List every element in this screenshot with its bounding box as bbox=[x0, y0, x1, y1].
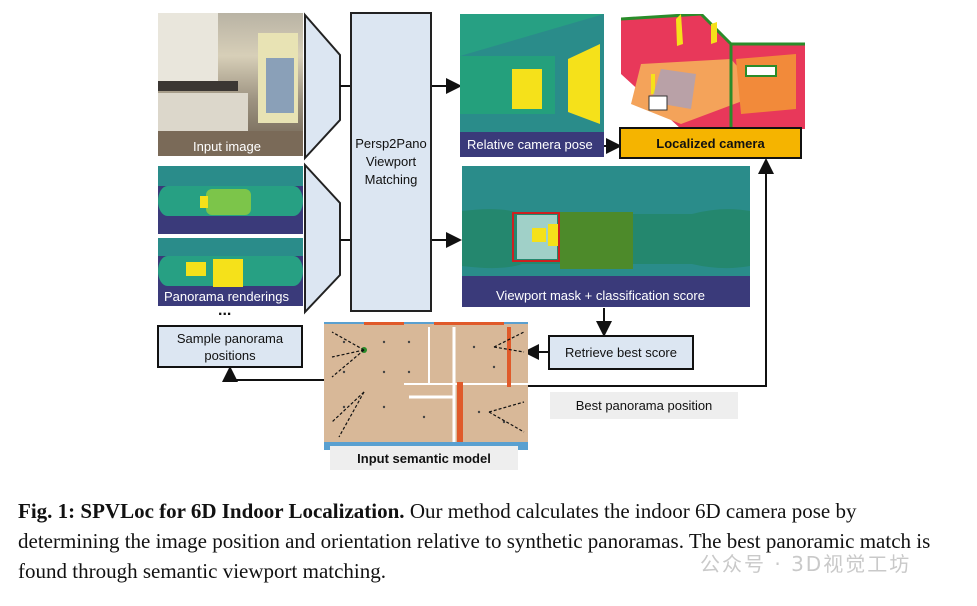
watermark-text: 公众号 · 3D视觉工坊 bbox=[700, 552, 912, 576]
panorama-rendering-2: Panorama renderings bbox=[158, 238, 303, 306]
figure-caption: Fig. 1: SPVLoc for 6D Indoor Localizatio… bbox=[18, 496, 958, 586]
persp2pano-line-2: Viewport bbox=[365, 154, 417, 169]
input-image-label: Input image bbox=[193, 139, 261, 154]
persp2pano-block: Persp2Pano Viewport Matching bbox=[350, 12, 432, 312]
caption-title: SPVLoc for 6D Indoor Localization. bbox=[80, 499, 405, 523]
persp2pano-line-1: Persp2Pano bbox=[355, 136, 427, 151]
ellipsis: ... bbox=[218, 302, 232, 319]
viewport-mask-label: Viewport mask + classification score bbox=[496, 288, 705, 303]
caption-fig-label: Fig. 1: bbox=[18, 499, 76, 523]
encoder-top bbox=[304, 12, 341, 161]
diagram-connectors bbox=[222, 12, 774, 387]
relative-camera-pose-label: Relative camera pose bbox=[467, 137, 593, 152]
localized-camera-box: Localized camera bbox=[619, 127, 802, 159]
retrieve-best-score-label: Retrieve best score bbox=[565, 345, 677, 360]
input-image: Input image bbox=[158, 13, 303, 156]
semantic-floorplan bbox=[324, 322, 528, 450]
localized-3d-model bbox=[621, 14, 805, 129]
sample-positions-line-1: Sample panorama bbox=[176, 330, 284, 346]
panorama-renderings-label: Panorama renderings bbox=[164, 289, 290, 304]
best-position-label: Best panorama position bbox=[575, 398, 713, 413]
localized-camera-label: Localized camera bbox=[656, 135, 765, 151]
best-position-box: Best panorama position bbox=[550, 392, 738, 419]
semantic-model-label: Input semantic model bbox=[357, 450, 491, 466]
viewport-mask-image: Viewport mask + classification score bbox=[462, 166, 750, 307]
sample-positions-box: Sample panorama positions bbox=[157, 325, 303, 368]
encoder-bottom bbox=[304, 162, 341, 315]
relative-camera-pose-image: Relative camera pose bbox=[460, 14, 604, 157]
sample-positions-line-2: positions bbox=[204, 347, 256, 363]
panorama-rendering-1 bbox=[158, 166, 303, 234]
caption-body: Our method calculates the indoor 6D came… bbox=[18, 499, 931, 583]
semantic-model-caption: Input semantic model bbox=[330, 446, 518, 470]
persp2pano-line-3: Matching bbox=[364, 172, 418, 187]
retrieve-best-score-box: Retrieve best score bbox=[548, 335, 694, 370]
